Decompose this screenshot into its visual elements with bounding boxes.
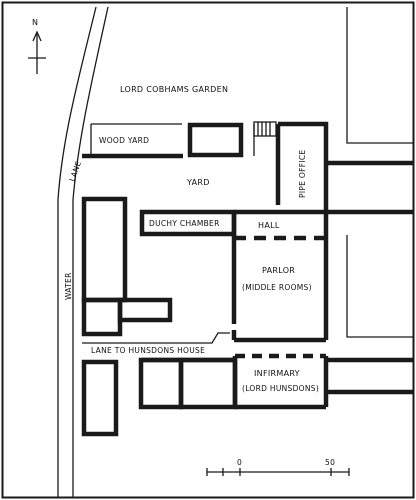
- lane-long-building: [81, 196, 128, 303]
- south-building-west: [81, 359, 119, 437]
- scale-end-label: 50: [325, 458, 335, 467]
- label-lord-hunsdons: (LORD HUNSDONS): [242, 384, 319, 393]
- label-water: WATER: [64, 272, 73, 300]
- property-line-mid-right: [346, 235, 413, 338]
- label-hall: HALL: [258, 221, 280, 230]
- label-lane-to-hunsdons-house: LANE TO HUNSDONS HOUSE: [91, 346, 205, 355]
- label-duchy-chamber: DUCHY CHAMBER: [149, 219, 220, 228]
- north-label: N: [32, 18, 38, 27]
- label-lord-cobhams-garden: LORD COBHAMS GARDEN: [120, 85, 228, 94]
- property-line-top-right: [346, 7, 413, 144]
- scale-start-label: 0: [237, 458, 242, 467]
- lane-small-building: [81, 297, 123, 337]
- label-middle-rooms: (MIDDLE ROOMS): [242, 283, 312, 292]
- pipe-office-walls: [278, 121, 329, 212]
- lane-annex: [117, 297, 173, 323]
- south-building-mid-1: [138, 357, 184, 410]
- label-lane: LANE: [67, 160, 83, 183]
- water-lane-west-edge: [57, 6, 97, 497]
- label-wood-yard: WOOD YARD: [99, 136, 149, 145]
- label-yard: YARD: [186, 178, 210, 187]
- label-infirmary: INFIRMARY: [254, 369, 300, 378]
- wood-yard-building: [187, 122, 244, 158]
- passage-line: [82, 332, 230, 344]
- label-parlor: PARLOR: [262, 266, 295, 275]
- label-pipe-office: PIPE OFFICE: [298, 150, 307, 198]
- water-lane-east-edge: [72, 6, 109, 497]
- south-building-mid-2: [178, 357, 238, 410]
- north-arrow: N: [28, 18, 46, 74]
- scale-bar: 0 50: [206, 458, 350, 476]
- stair: [253, 121, 277, 137]
